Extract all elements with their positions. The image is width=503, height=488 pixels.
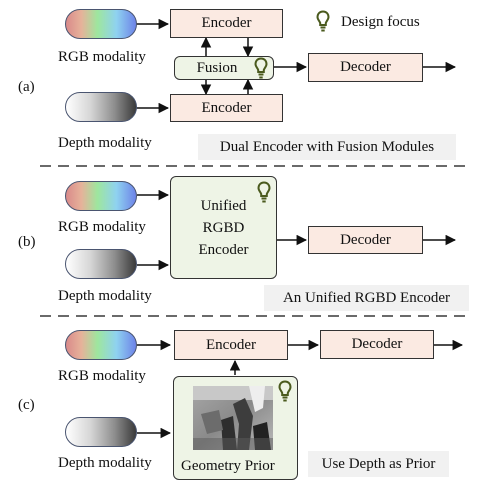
decoder-b-label: Decoder bbox=[340, 231, 391, 248]
depth-modality-label-b: Depth modality bbox=[58, 288, 152, 304]
lightbulb-icon bbox=[254, 57, 268, 79]
encoder-bottom-a: Encoder bbox=[170, 94, 283, 122]
caption-b-text: An Unified RGBD Encoder bbox=[282, 289, 451, 306]
caption-a-text: Dual Encoder with Fusion Modules bbox=[219, 138, 435, 155]
rgb-modality-input-b bbox=[65, 181, 137, 211]
encoder-c: Encoder bbox=[174, 330, 288, 360]
encoder-top-a: Encoder bbox=[170, 9, 283, 38]
depth-modality-label-c: Depth modality bbox=[58, 455, 152, 471]
decoder-b: Decoder bbox=[308, 226, 423, 254]
rgb-modality-input-a bbox=[65, 9, 137, 39]
encoder-c-label: Encoder bbox=[206, 336, 256, 353]
rgb-modality-label-a: RGB modality bbox=[58, 49, 146, 65]
fusion-label: Fusion bbox=[196, 59, 238, 76]
encoder-bottom-a-label: Encoder bbox=[201, 99, 252, 116]
caption-b: An Unified RGBD Encoder bbox=[264, 285, 469, 311]
caption-c-text: Use Depth as Prior bbox=[321, 455, 436, 472]
caption-c: Use Depth as Prior bbox=[308, 451, 449, 477]
unified-encoder-line-2: RGBD bbox=[202, 219, 245, 236]
rgb-modality-label-b: RGB modality bbox=[58, 219, 146, 235]
legend-label: Design focus bbox=[341, 14, 420, 30]
encoder-top-a-label: Encoder bbox=[201, 15, 252, 31]
depth-map-image bbox=[193, 386, 273, 450]
panel-tag-c: (c) bbox=[18, 397, 35, 413]
depth-modality-input-c bbox=[65, 417, 137, 447]
depth-modality-input-b bbox=[65, 249, 137, 279]
lightbulb-icon bbox=[257, 181, 271, 203]
unified-rgbd-encoder: Unified RGBD Encoder bbox=[170, 176, 277, 279]
rgb-modality-input-c bbox=[65, 330, 137, 360]
lightbulb-icon bbox=[278, 380, 292, 402]
decoder-a-label: Decoder bbox=[340, 59, 391, 75]
decoder-c: Decoder bbox=[320, 330, 434, 359]
decoder-c-label: Decoder bbox=[351, 336, 403, 352]
lightbulb-icon bbox=[316, 10, 330, 32]
panel-tag-a: (a) bbox=[18, 79, 35, 95]
depth-modality-input-a bbox=[65, 92, 137, 122]
panel-tag-b: (b) bbox=[18, 234, 36, 250]
geometry-prior-label: Geometry Prior bbox=[181, 458, 275, 474]
depth-modality-label-a: Depth modality bbox=[58, 135, 152, 151]
unified-encoder-line-1: Unified bbox=[200, 197, 247, 214]
unified-encoder-text: Unified RGBD Encoder bbox=[199, 195, 249, 261]
rgb-modality-label-c: RGB modality bbox=[58, 368, 146, 384]
caption-a: Dual Encoder with Fusion Modules bbox=[198, 134, 456, 160]
unified-encoder-line-3: Encoder bbox=[198, 241, 249, 258]
decoder-a: Decoder bbox=[308, 53, 423, 82]
